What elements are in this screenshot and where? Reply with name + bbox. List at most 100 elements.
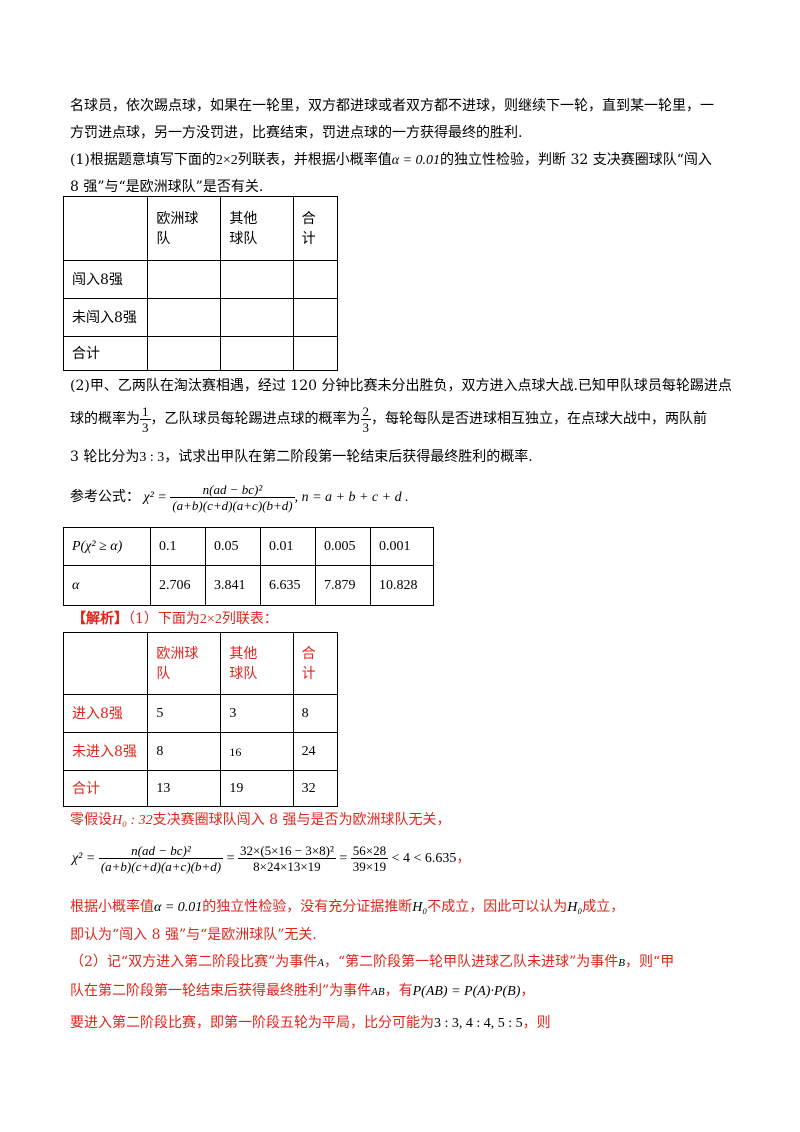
fraction-numerator: n(ad − bc)² (98, 843, 224, 860)
header-other-teams: 其他球队 (229, 645, 258, 682)
part2-text-e: ，有 (384, 983, 413, 999)
part2-text-b: ，“第二阶段第一轮甲队进球乙队未进球”为事件 (323, 954, 619, 970)
q2-text-d: 3 轮比分为 (70, 449, 140, 465)
fraction-denominator: 3 (142, 419, 149, 435)
table-row: 未进入8强 8 16 24 (62, 732, 339, 771)
table-row: 未闯入8强 (62, 298, 339, 337)
q1-text-b: 列联表，并根据小概率值 (237, 152, 392, 168)
conclusion-text-b: 的独立性检验，没有充分证据推断 (202, 899, 413, 915)
reference-label: 参考公式： (70, 489, 140, 505)
table-cell: 未进入8强 (62, 732, 149, 771)
n-definition: , n = a + b + c + d . (294, 490, 409, 505)
table-cell (220, 298, 294, 337)
table-row: 欧洲球队 其他球队 合计 (62, 196, 339, 261)
equals-sign: = (226, 851, 235, 866)
conclusion-text-d: 成立， (582, 899, 625, 915)
table-cell: 32 (292, 770, 339, 807)
conclusion-text-c: 不成立，因此可以认为 (427, 899, 568, 915)
alpha-value: α = 0.01 (154, 900, 203, 915)
possible-scores: 3 : 3, 4 : 4, 5 : 5 (434, 1016, 523, 1031)
table-cell (220, 260, 294, 299)
q2-text-b: ，乙队球员每轮踢进点球的概率为 (150, 411, 361, 427)
fraction-numerator: 1 (140, 403, 151, 420)
fraction-numerator: 2 (360, 403, 371, 420)
table-cell: 闯入8强 (62, 260, 149, 299)
table-row: α 2.706 3.841 6.635 7.879 10.828 (63, 565, 434, 606)
h0-symbol: H₀ (567, 900, 583, 915)
part-2-line-2: 队在第二阶段第一轮结束后获得最终胜利”为事件AB，有P(AB) = P(A)·P… (70, 981, 534, 1002)
part2-text-h: ，则 (522, 1015, 551, 1031)
part-2-line-3: 要进入第二阶段比赛，即第一阶段五轮为平局，比分可能为3 : 3, 4 : 4, … (70, 1013, 551, 1034)
contingency-table-blank: 欧洲球队 其他球队 合计 闯入8强 未闯入8强 合计 (62, 196, 339, 371)
table-cell: 合计 (62, 770, 149, 807)
table-cell (292, 336, 339, 371)
part2-text-c: ，则“甲 (625, 954, 675, 970)
conclusion-text-a: 根据小概率值 (70, 899, 154, 915)
table-row: 合计 (62, 336, 339, 371)
intro-line-2: 方罚进点球，另一方没罚进，比赛结束，罚进点球的一方获得最终的胜利. (70, 125, 523, 141)
critical-value-table: P(χ² ≥ α) 0.1 0.05 0.01 0.005 0.001 α 2.… (63, 527, 434, 606)
part-2-line-1: （2）记“双方进入第二阶段比赛”为事件A，“第二阶段第一轮甲队进球乙队未进球”为… (70, 952, 674, 973)
table-cell: 0.01 (260, 527, 316, 566)
table-row: 闯入8强 (62, 260, 339, 299)
conclusion-line-2: 即认为“闯入 8 强”与“是欧洲球队”无关. (70, 927, 317, 943)
question-2-line-1: (2)甲、乙两队在淘汰赛相遇，经过 120 分钟比赛未分出胜负，双方进入点球大战… (70, 378, 732, 394)
event-ab: AB (371, 986, 385, 998)
part2-text-d: 队在第二阶段第一轮结束后获得最终胜利”为事件 (70, 983, 372, 999)
fraction-numerator: 32×(5×16 − 3×8)² (237, 843, 336, 860)
h0-text-a: 零假设 (70, 812, 112, 828)
table-row: 合计 13 19 32 (62, 770, 339, 807)
probability-product: P(AB) = P(A)·P(B) (412, 984, 521, 999)
part2-text-a: （2）记“双方进入第二阶段比赛”为事件 (70, 954, 318, 970)
q1-text-c: 的独立性检验，判断 32 支决赛圈球队“闯入 (440, 152, 712, 168)
h0-symbol: H₀ : 32 (112, 813, 153, 828)
trailing-comma: ， (456, 850, 471, 866)
reference-formula: 参考公式： χ² = n(ad − bc)²(a+b)(c+d)(a+c)(b+… (70, 480, 409, 515)
table-cell (147, 336, 222, 371)
table-cell: 24 (292, 732, 339, 771)
contingency-table-filled: 欧洲球队 其他球队 合计 进入8强 5 3 8 未进入8强 8 16 24 合计… (62, 632, 339, 807)
table-cell: 其他球队 (220, 632, 294, 695)
analysis-text-b: 列联表： (221, 611, 278, 627)
fraction-denominator: 39×19 (352, 859, 387, 875)
table-cell (147, 298, 222, 337)
table-row: P(χ² ≥ α) 0.1 0.05 0.01 0.005 0.001 (63, 527, 434, 566)
part2-text-f: ， (520, 983, 535, 999)
analysis-text-a: （1）下面为 (128, 611, 200, 627)
table-cell: 其他球队 (220, 196, 294, 261)
q2-text-a: 球的概率为 (70, 411, 140, 427)
table-cell (292, 298, 339, 337)
question-2-line-3: 3 轮比分为3 : 3，试求出甲队在第二阶段第一轮结束后获得最终胜利的概率. (70, 447, 533, 468)
chi-square-symbol: χ² = (143, 490, 167, 505)
fraction-numerator: 56×28 (350, 843, 389, 860)
table-cell: 0.1 (150, 527, 206, 566)
table-cell: α (63, 565, 151, 606)
chi-square-symbol: χ² = (72, 851, 96, 866)
table-cell: 10.828 (370, 565, 434, 606)
table-cell: 合计 (292, 196, 339, 261)
table-cell: 5 (147, 694, 222, 733)
part2-text-g: 要进入第二阶段比赛，即第一阶段五轮为平局，比分可能为 (70, 1015, 434, 1031)
table-cell: 8 (292, 694, 339, 733)
table-cell: 欧洲球队 (147, 632, 222, 695)
table-cell (220, 336, 294, 371)
chi-square-fraction: n(ad − bc)²(a+b)(c+d)(a+c)(b+d) (170, 482, 295, 513)
fraction-numerator: n(ad − bc)² (170, 482, 295, 499)
analysis-table-size: 2×2 (199, 612, 222, 627)
q2-text-c: ，每轮每队是否进球相互独立，在点球大战中，两队前 (371, 411, 707, 427)
table-cell: 未闯入8强 (62, 298, 149, 337)
table-cell (62, 632, 149, 695)
table-cell: 0.001 (370, 527, 434, 566)
event-a: A (317, 957, 324, 969)
chi-square-computation: χ² = n(ad − bc)²(a+b)(c+d)(a+c)(b+d) = 3… (72, 840, 470, 877)
table-cell: 3 (220, 694, 294, 733)
fraction-denominator: 8×24×13×19 (253, 859, 321, 875)
equals-sign: = (339, 851, 348, 866)
h0-symbol: H₀ (412, 900, 428, 915)
